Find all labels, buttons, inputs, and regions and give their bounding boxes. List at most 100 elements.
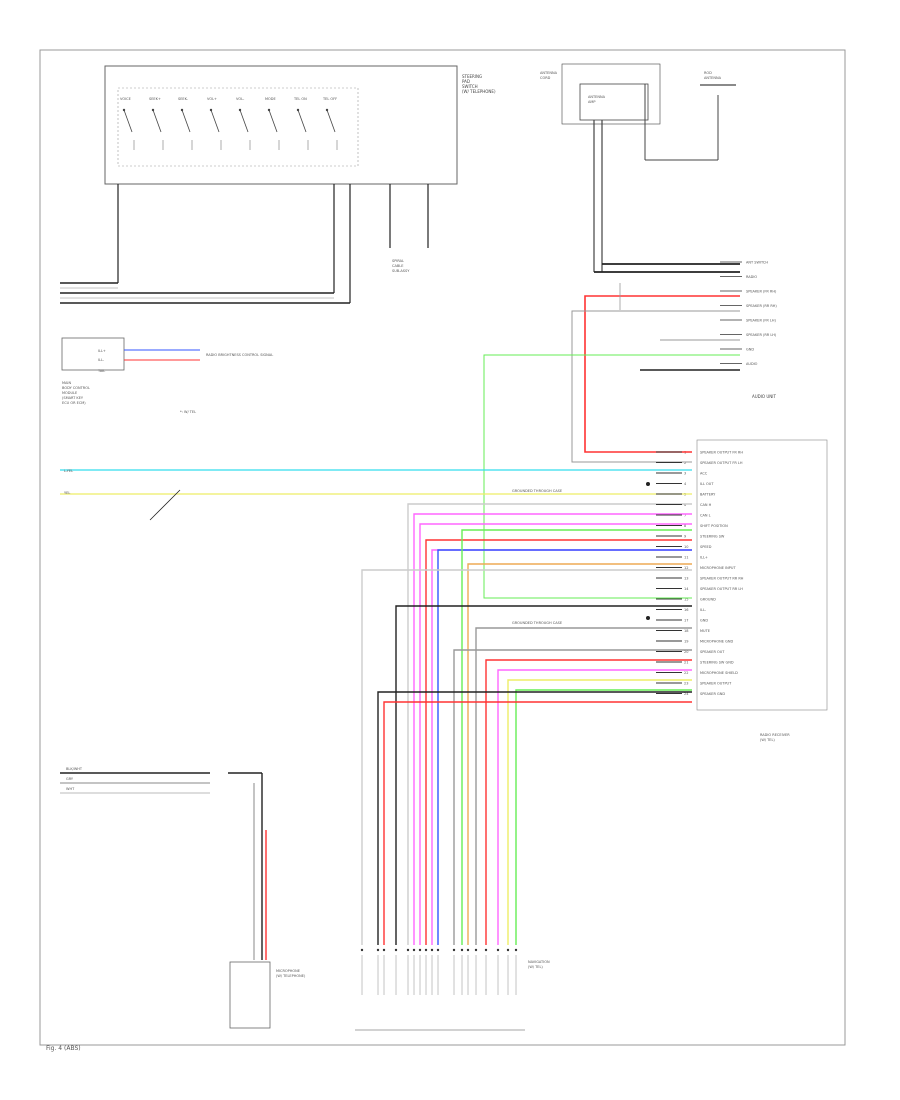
wire-radio-vertical [507,679,692,945]
antenna-assembly [561,63,740,273]
wire-radio-vertical [467,563,692,945]
wire-radio-vertical [413,513,692,945]
footer-code: Fig. 4 (ABS) [46,1045,81,1052]
radio-pin-number: 20 [684,650,688,654]
wire-radio-vertical [497,669,692,945]
switch-label: SEEK+ [149,97,161,101]
radio-pin-label: SPEAKER OUT [700,650,725,654]
radio-pin-number: 22 [684,671,688,675]
body-ecu-output-label: RADIO BRIGHTNESS CONTROL SIGNAL [206,353,273,357]
rod-antenna-label-2: ANTENNA [704,76,722,80]
navigation-label-1: NAVIGATION [528,960,550,964]
switch-contact [297,109,307,133]
radio-pin-label: SHIFT POSITION [700,524,728,528]
connector-pin [406,948,410,952]
microphone-group [60,772,271,1029]
switch-label: TEL OFF [322,97,337,101]
antenna-cord-label-1: ANTENNA [540,71,558,75]
radio-pin-label: SPEAKER GND [700,692,725,696]
wire-radio-vertical [383,701,692,945]
wire-switch-stub [149,489,181,521]
wire-radio-vertical [431,549,692,945]
wire-speaker-green [483,354,740,599]
radio-pin-label: GROUND [700,598,716,602]
body-ecu-pin-3: TAIL [97,369,105,373]
audio-pin-label: SPEAKER (RR LH) [746,333,777,337]
radio-receiver-label-1: RADIO RECEIVER [760,733,790,737]
ground-note-1: GROUNDED THROUGH CASE [512,489,562,493]
wire-radio-vertical [461,529,692,945]
spiral-label-2: CABLE [392,264,403,268]
connector-pin [514,948,518,952]
radio-pin-number: 8 [684,524,686,528]
antenna-amp-label-1: ANTENNA [588,95,606,99]
switch-contact [123,109,133,133]
wire-radio-vertical [361,569,692,945]
wire-radio-vertical [407,503,692,945]
rod-antenna-label-1: ROD [704,71,712,75]
connector-pin [360,948,364,952]
audio-unit-label: AUDIO UNIT [752,394,776,399]
switch-label: SEEK- [178,97,189,101]
wire-radio-vertical [425,539,692,945]
radio-receiver-label-2: (W/ TEL) [760,738,775,742]
radio-pin-label: SPEAKER OUTPUT FR LH [700,461,743,465]
body-ecu-label-3: MODULE [62,391,77,395]
connector-pin [376,948,380,952]
wire-radio-vertical [395,605,692,945]
body-ecu-label-1: MAIN [62,381,71,385]
switch-terminal [238,108,242,112]
radio-pin-number: 15 [684,598,688,602]
steering-switch-label-3: SWITCH [462,84,478,89]
switch-label: MODE [265,97,276,101]
splice-point-1 [646,482,650,486]
radio-pin-number: 6 [684,503,686,507]
navigation-label-2: (W/ TEL) [528,965,543,969]
wire-radio-vertical [377,691,692,945]
switch-label: VOL- [236,97,245,101]
radio-pin-label: ILL- [700,608,707,612]
radio-pin-label: ACC [700,472,708,476]
radio-pin-number: 16 [684,608,688,612]
radio-pin-number: 7 [684,514,686,518]
steering-switch-label-2: PAD [462,79,470,84]
w-tel-note: *: W/ TEL [180,410,196,414]
audio-pin-label: SPEAKER (FR RH) [746,290,777,294]
radio-pin-number: 18 [684,629,688,633]
body-ecu-label-5: ECU OR ECM) [62,401,86,405]
radio-pin-label: MICROPHONE GND [700,640,733,644]
wire-radio-vertical [475,627,692,945]
audio-pin-label: AUDIO [746,362,758,366]
mic-wire-3: WHT [66,787,75,791]
radio-pin-label: STEERING SW [700,535,725,539]
radio-pin-number: 17 [684,619,688,623]
wire-radio-vertical [485,659,692,945]
radio-pin-number: 4 [684,482,687,486]
steering-switch-harness [60,184,429,304]
radio-pin-label: MICROPHONE INPUT [700,566,736,570]
connector-pin [460,948,464,952]
radio-pin-number: 3 [684,472,686,476]
body-ecu-label-2: BODY CONTROL [62,386,90,390]
radio-pin-number: 12 [684,566,688,570]
connector-pin [466,948,470,952]
wire-radio-vertical [453,649,692,945]
mic-wire-1: BLK/WHT [66,767,83,771]
radio-pin-number: 9 [684,535,686,539]
switch-label: TEL ON [293,97,307,101]
body-ecu-label-4: (SMART KEY [62,396,84,400]
radio-pin-label: CAN L [700,514,711,518]
wire-speaker-fr-lh [571,310,740,463]
connector-pin [412,948,416,952]
switch-terminal [325,108,329,112]
switch-terminal [267,108,271,112]
switch-terminal [296,108,300,112]
wire-radio-vertical [515,689,692,945]
connector-pin [382,948,386,952]
switch-contact [152,109,162,133]
